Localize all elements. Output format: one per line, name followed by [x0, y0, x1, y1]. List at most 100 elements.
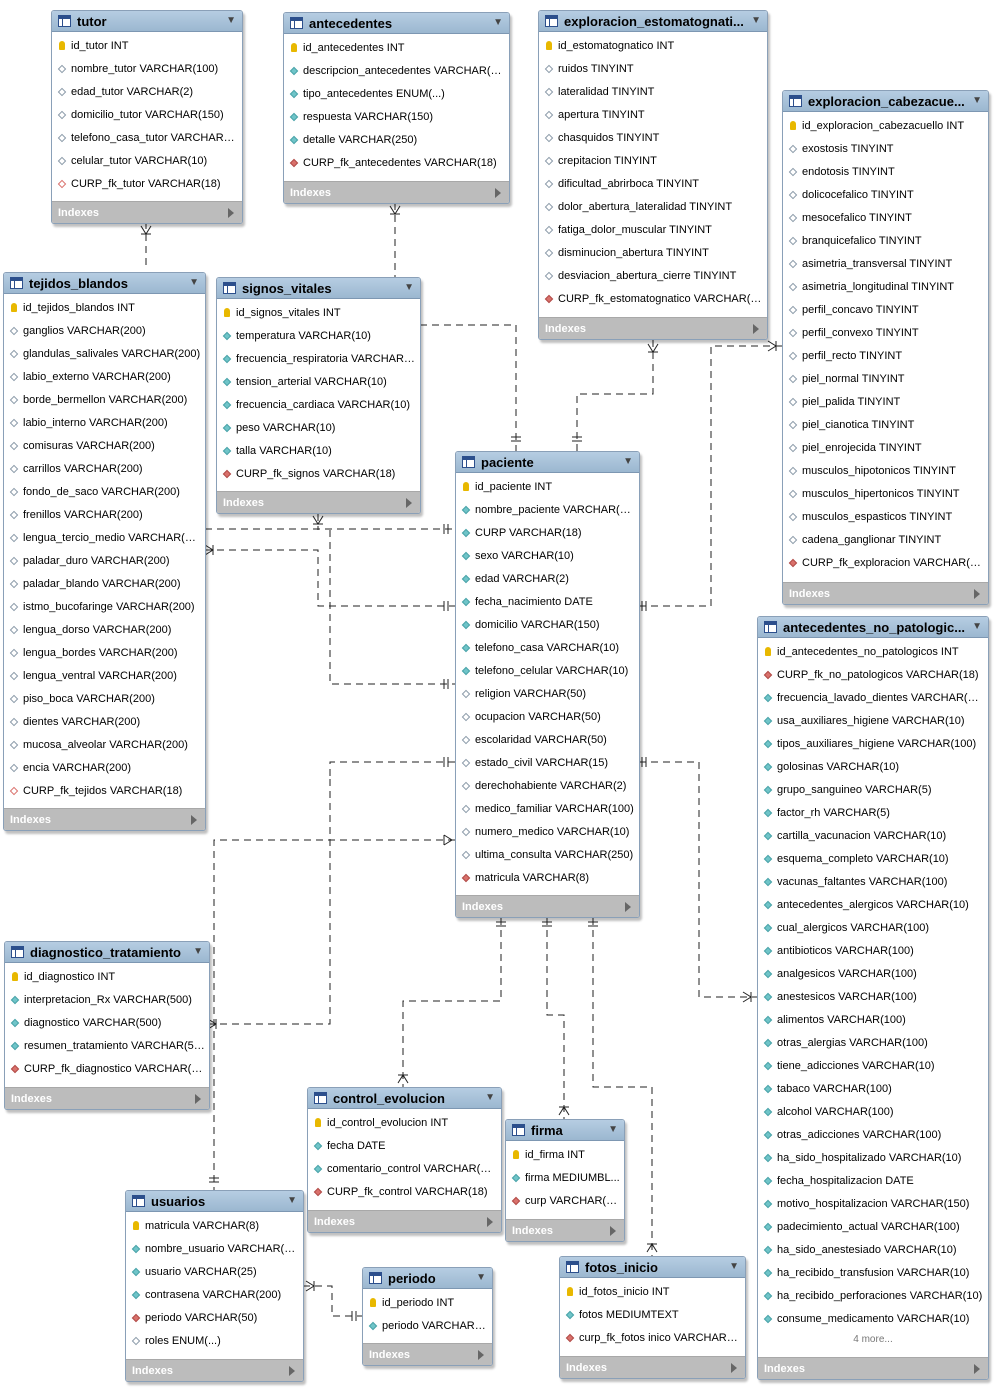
chevron-down-icon[interactable]: ▼: [972, 95, 982, 106]
column-row[interactable]: tipos_auxiliares_higiene VARCHAR(100): [758, 732, 988, 755]
column-row[interactable]: id_control_evolucion INT: [308, 1111, 501, 1134]
column-row[interactable]: lengua_dorso VARCHAR(200): [4, 618, 205, 641]
column-row[interactable]: CURP_fk_signos VARCHAR(18): [217, 462, 420, 485]
chevron-down-icon[interactable]: ▼: [485, 1092, 495, 1103]
chevron-down-icon[interactable]: ▼: [189, 277, 199, 288]
column-row[interactable]: antibioticos VARCHAR(100): [758, 939, 988, 962]
column-row[interactable]: ocupacion VARCHAR(50): [456, 705, 639, 728]
column-row[interactable]: consume_medicamento VARCHAR(10): [758, 1307, 988, 1330]
chevron-down-icon[interactable]: ▼: [193, 946, 203, 957]
column-row[interactable]: periodo VARCHAR(50): [126, 1306, 303, 1329]
indexes-section[interactable]: Indexes: [217, 491, 420, 513]
chevron-down-icon[interactable]: ▼: [476, 1272, 486, 1283]
column-row[interactable]: id_diagnostico INT: [5, 965, 209, 988]
expand-arrow-icon[interactable]: [753, 324, 759, 334]
column-row[interactable]: comisuras VARCHAR(200): [4, 434, 205, 457]
column-row[interactable]: padecimiento_actual VARCHAR(100): [758, 1215, 988, 1238]
indexes-section[interactable]: Indexes: [4, 808, 205, 830]
table-header[interactable]: control_evolucion▼: [308, 1088, 501, 1109]
chevron-down-icon[interactable]: ▼: [623, 456, 633, 467]
column-row[interactable]: usuario VARCHAR(25): [126, 1260, 303, 1283]
column-row[interactable]: temperatura VARCHAR(10): [217, 324, 420, 347]
column-row[interactable]: curp_fk_fotos inico VARCHAR(1...: [560, 1326, 745, 1349]
column-row[interactable]: id_periodo INT: [363, 1291, 492, 1314]
column-row[interactable]: analgesicos VARCHAR(100): [758, 962, 988, 985]
indexes-section[interactable]: Indexes: [758, 1357, 988, 1379]
column-row[interactable]: CURP_fk_tejidos VARCHAR(18): [4, 779, 205, 802]
column-row[interactable]: ultima_consulta VARCHAR(250): [456, 843, 639, 866]
column-row[interactable]: fecha_hospitalizacion DATE: [758, 1169, 988, 1192]
column-row[interactable]: matricula VARCHAR(8): [126, 1214, 303, 1237]
column-row[interactable]: id_firma INT: [506, 1143, 624, 1166]
table-diag[interactable]: diagnostico_tratamiento▼id_diagnostico I…: [4, 941, 210, 1110]
column-row[interactable]: alimentos VARCHAR(100): [758, 1008, 988, 1031]
column-row[interactable]: nombre_tutor VARCHAR(100): [52, 57, 242, 80]
column-row[interactable]: CURP_fk_exploracion VARCHAR(18): [783, 551, 988, 574]
chevron-down-icon[interactable]: ▼: [493, 17, 503, 28]
expand-arrow-icon[interactable]: [487, 1217, 493, 1227]
table-header[interactable]: diagnostico_tratamiento▼: [5, 942, 209, 963]
column-row[interactable]: frecuencia_cardiaca VARCHAR(10): [217, 393, 420, 416]
column-row[interactable]: fotos MEDIUMTEXT: [560, 1303, 745, 1326]
column-row[interactable]: id_tejidos_blandos INT: [4, 296, 205, 319]
column-row[interactable]: asimetria_longitudinal TINYINT: [783, 275, 988, 298]
column-row[interactable]: piel_cianotica TINYINT: [783, 413, 988, 436]
indexes-section[interactable]: Indexes: [284, 181, 509, 203]
column-row[interactable]: fatiga_dolor_muscular TINYINT: [539, 218, 767, 241]
column-row[interactable]: matricula VARCHAR(8): [456, 866, 639, 889]
column-row[interactable]: desviacion_abertura_cierre TINYINT: [539, 264, 767, 287]
table-header[interactable]: tutor▼: [52, 11, 242, 32]
column-row[interactable]: borde_bermellon VARCHAR(200): [4, 388, 205, 411]
indexes-section[interactable]: Indexes: [506, 1219, 624, 1241]
table-header[interactable]: usuarios▼: [126, 1191, 303, 1212]
column-row[interactable]: paladar_blando VARCHAR(200): [4, 572, 205, 595]
column-row[interactable]: golosinas VARCHAR(10): [758, 755, 988, 778]
column-row[interactable]: id_estomatognatico INT: [539, 34, 767, 57]
column-row[interactable]: sexo VARCHAR(10): [456, 544, 639, 567]
column-row[interactable]: crepitacion TINYINT: [539, 149, 767, 172]
column-row[interactable]: talla VARCHAR(10): [217, 439, 420, 462]
column-row[interactable]: comentario_control VARCHAR(50...: [308, 1157, 501, 1180]
chevron-down-icon[interactable]: ▼: [226, 15, 236, 26]
table-header[interactable]: antecedentes▼: [284, 13, 509, 34]
column-row[interactable]: esquema_completo VARCHAR(10): [758, 847, 988, 870]
column-row[interactable]: carrillos VARCHAR(200): [4, 457, 205, 480]
column-row[interactable]: frecuencia_lavado_dientes VARCHAR(100): [758, 686, 988, 709]
table-header[interactable]: firma▼: [506, 1120, 624, 1141]
column-row[interactable]: tipo_antecedentes ENUM(...): [284, 82, 509, 105]
expand-arrow-icon[interactable]: [406, 498, 412, 508]
column-row[interactable]: respuesta VARCHAR(150): [284, 105, 509, 128]
column-row[interactable]: usa_auxiliares_higiene VARCHAR(10): [758, 709, 988, 732]
column-row[interactable]: id_paciente INT: [456, 475, 639, 498]
column-row[interactable]: cual_alergicos VARCHAR(100): [758, 916, 988, 939]
column-row[interactable]: tiene_adicciones VARCHAR(10): [758, 1054, 988, 1077]
column-row[interactable]: chasquidos TINYINT: [539, 126, 767, 149]
chevron-down-icon[interactable]: ▼: [751, 15, 761, 26]
column-row[interactable]: id_fotos_inicio INT: [560, 1280, 745, 1303]
column-row[interactable]: telefono_casa VARCHAR(10): [456, 636, 639, 659]
chevron-down-icon[interactable]: ▼: [972, 621, 982, 632]
column-row[interactable]: istmo_bucofaringe VARCHAR(200): [4, 595, 205, 618]
column-row[interactable]: curp VARCHAR(18): [506, 1189, 624, 1212]
column-row[interactable]: vacunas_faltantes VARCHAR(100): [758, 870, 988, 893]
column-row[interactable]: mesocefalico TINYINT: [783, 206, 988, 229]
column-row[interactable]: interpretacion_Rx VARCHAR(500): [5, 988, 209, 1011]
table-header[interactable]: signos_vitales▼: [217, 278, 420, 299]
column-row[interactable]: perfil_recto TINYINT: [783, 344, 988, 367]
column-row[interactable]: roles ENUM(...): [126, 1329, 303, 1352]
column-row[interactable]: tabaco VARCHAR(100): [758, 1077, 988, 1100]
column-row[interactable]: lengua_tercio_medio VARCHAR(20...: [4, 526, 205, 549]
table-nopat[interactable]: antecedentes_no_patologic...▼id_antecede…: [757, 616, 989, 1380]
column-row[interactable]: disminucion_abertura TINYINT: [539, 241, 767, 264]
column-row[interactable]: firma MEDIUMBL...: [506, 1166, 624, 1189]
column-row[interactable]: exostosis TINYINT: [783, 137, 988, 160]
column-row[interactable]: id_tutor INT: [52, 34, 242, 57]
column-row[interactable]: labio_interno VARCHAR(200): [4, 411, 205, 434]
column-row[interactable]: periodo VARCHAR(5...: [363, 1314, 492, 1337]
column-row[interactable]: telefono_casa_tutor VARCHAR(1...: [52, 126, 242, 149]
chevron-down-icon[interactable]: ▼: [404, 282, 414, 293]
